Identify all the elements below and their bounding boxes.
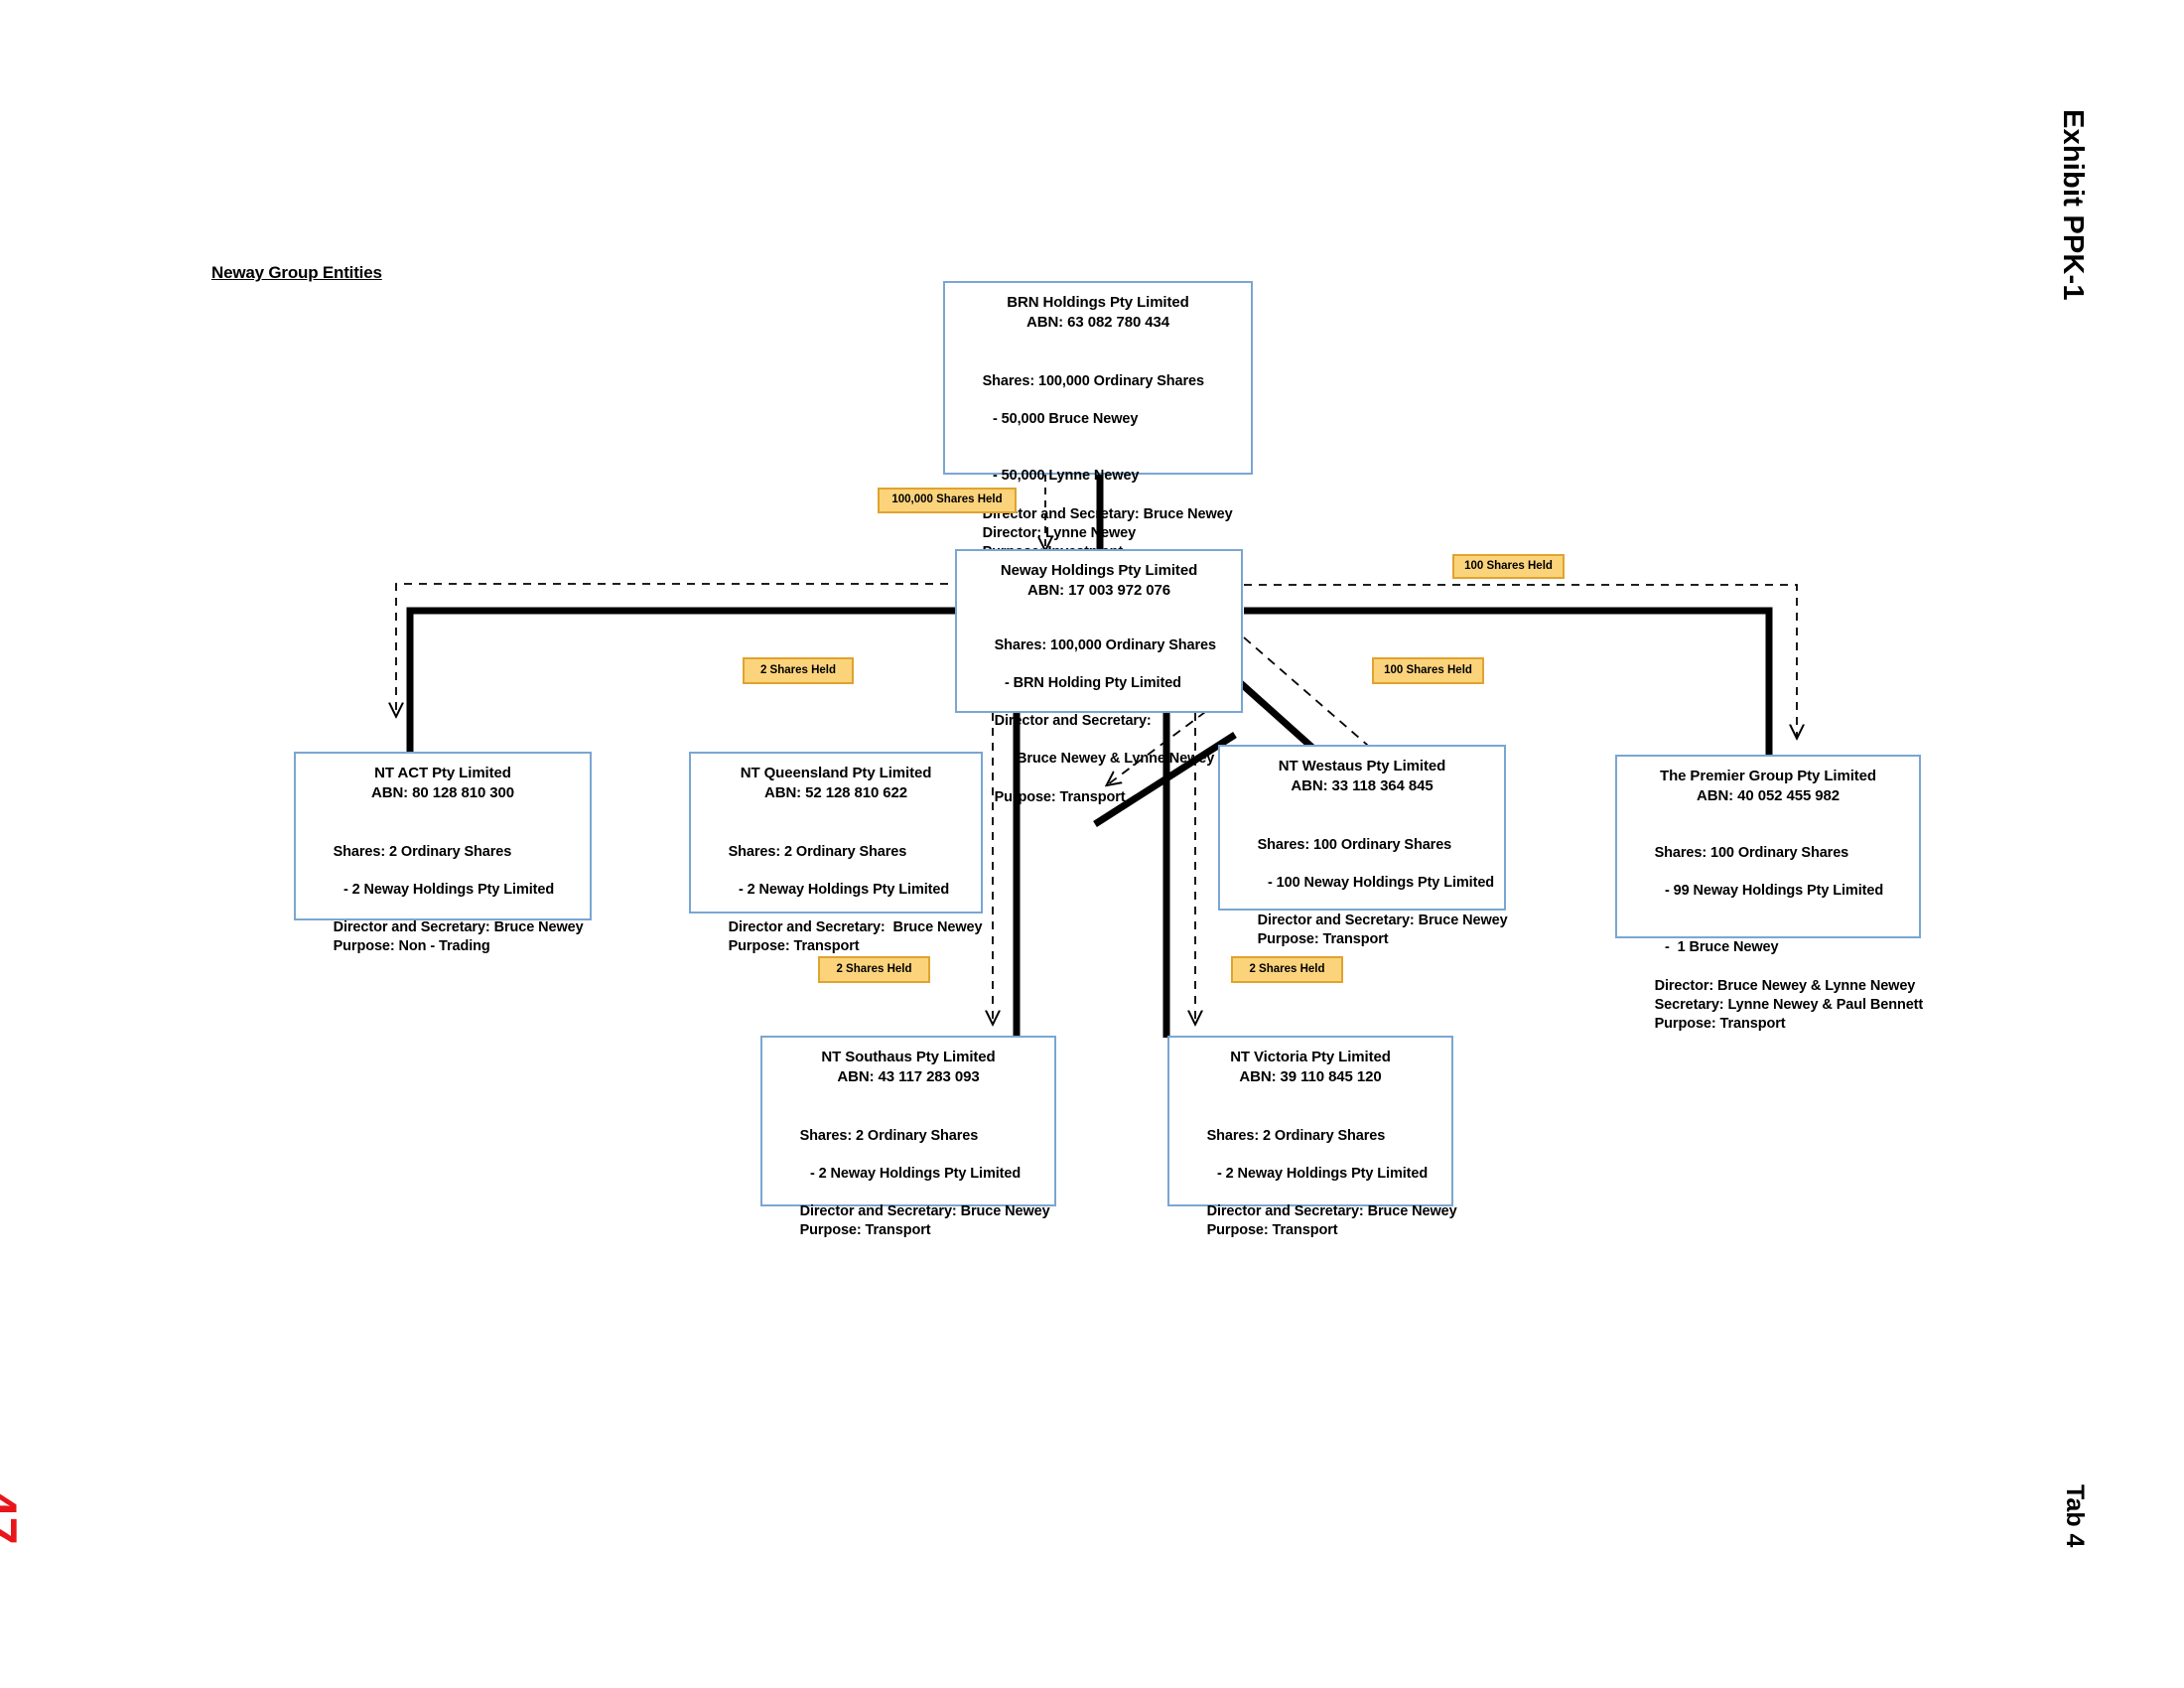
purpose: Purpose: Transport bbox=[1257, 931, 1389, 948]
entity-details: Shares: 2 Ordinary Shares - 2 Neway Hold… bbox=[310, 824, 584, 976]
entity-abn: ABN: 43 117 283 093 bbox=[837, 1068, 980, 1086]
badge-brn-to-neway[interactable]: 100,000 Shares Held bbox=[878, 488, 1017, 513]
shares-line: Shares: 100 Ordinary Shares bbox=[1654, 844, 1849, 861]
shareholder-1: - 2 Neway Holdings Pty Limited bbox=[810, 1165, 1022, 1182]
shareholder-1: - 2 Neway Holdings Pty Limited bbox=[739, 881, 950, 898]
shareholder-2: - 50,000 Lynne Newey bbox=[993, 468, 1140, 485]
entity-box-brn-holdings[interactable]: BRN Holdings Pty Limited ABN: 63 082 780… bbox=[943, 281, 1253, 560]
director-secretary: Director and Secretary: Bruce Newey bbox=[728, 919, 983, 936]
entity-abn: ABN: 40 052 455 982 bbox=[1696, 787, 1841, 805]
entity-details: Shares: 2 Ordinary Shares - 2 Neway Hold… bbox=[1183, 1108, 1457, 1260]
exhibit-label: Exhibit PPK-1 bbox=[2057, 109, 2089, 301]
shares-line: Shares: 2 Ordinary Shares bbox=[799, 1127, 979, 1144]
purpose: Purpose: Transport bbox=[1206, 1222, 1338, 1239]
shares-line: Shares: 2 Ordinary Shares bbox=[1206, 1127, 1386, 1144]
purpose: Purpose: Transport bbox=[994, 788, 1126, 805]
director-secretary: Director and Secretary: Bruce Newey bbox=[1257, 913, 1508, 929]
entity-box-nt-westaus[interactable]: NT Westaus Pty Limited ABN: 33 118 364 8… bbox=[1218, 745, 1508, 947]
page-number: 47 bbox=[0, 1489, 27, 1545]
purpose: Purpose: Transport bbox=[728, 938, 860, 955]
entity-name: NT Queensland Pty Limited bbox=[740, 765, 932, 781]
page-title: Neway Group Entities bbox=[211, 263, 382, 282]
entity-details: Shares: 100,000 Ordinary Shares - 50,000… bbox=[959, 353, 1237, 582]
entity-name: NT Westaus Pty Limited bbox=[1278, 758, 1446, 774]
director-secretary-names: Bruce Newey & Lynne Newey bbox=[1017, 751, 1215, 768]
entity-details: Shares: 100 Ordinary Shares - 100 Neway … bbox=[1234, 817, 1508, 969]
shares-line: Shares: 100 Ordinary Shares bbox=[1257, 836, 1452, 853]
shareholder-1: - 2 Neway Holdings Pty Limited bbox=[343, 881, 555, 898]
entity-details: Shares: 100 Ordinary Shares - 99 Neway H… bbox=[1631, 825, 1924, 1054]
link-neway-to-premier bbox=[1244, 607, 1773, 760]
entity-name: NT ACT Pty Limited bbox=[374, 765, 511, 781]
entity-details: Shares: 100,000 Ordinary Shares - BRN Ho… bbox=[971, 618, 1227, 826]
badge-neway-to-westaus[interactable]: 100 Shares Held bbox=[1372, 657, 1484, 684]
director-secretary: Director and Secretary: Bruce Newey bbox=[1206, 1203, 1457, 1220]
director-secretary: Director and Secretary: Bruce Newey bbox=[333, 919, 584, 936]
entity-abn: ABN: 17 003 972 076 bbox=[1026, 582, 1171, 600]
badge-neway-to-southaus[interactable]: 2 Shares Held bbox=[818, 956, 930, 983]
entity-details: Shares: 2 Ordinary Shares - 2 Neway Hold… bbox=[776, 1108, 1050, 1260]
secretary: Secretary: Lynne Newey & Paul Bennett bbox=[1654, 996, 1924, 1013]
entity-box-nt-victoria[interactable]: NT Victoria Pty Limited ABN: 39 110 845 … bbox=[1167, 1036, 1457, 1238]
entity-name: Neway Holdings Pty Limited bbox=[1000, 562, 1198, 579]
shareholder-1: - 99 Neway Holdings Pty Limited bbox=[1665, 882, 1884, 899]
entity-abn: ABN: 39 110 845 120 bbox=[1239, 1068, 1382, 1086]
shares-line: Shares: 100,000 Ordinary Shares bbox=[994, 636, 1217, 653]
entity-box-nt-queensland[interactable]: NT Queensland Pty Limited ABN: 52 128 81… bbox=[689, 752, 983, 954]
director-secretary-label: Director and Secretary: bbox=[994, 713, 1152, 730]
shareholder-1: - BRN Holding Pty Limited bbox=[1005, 674, 1181, 691]
purpose: Purpose: Non - Trading bbox=[333, 938, 490, 955]
entity-details: Shares: 2 Ordinary Shares - 2 Neway Hold… bbox=[705, 824, 983, 976]
shareholder-1: - 2 Neway Holdings Pty Limited bbox=[1217, 1165, 1429, 1182]
director-secretary: Director and Secretary: Bruce Newey bbox=[982, 505, 1233, 522]
entity-abn: ABN: 80 128 810 300 bbox=[370, 784, 515, 802]
shares-line: Shares: 2 Ordinary Shares bbox=[333, 843, 512, 860]
entity-abn: ABN: 63 082 780 434 bbox=[1025, 314, 1170, 332]
purpose: Purpose: Transport bbox=[799, 1222, 931, 1239]
shares-line: Shares: 100,000 Ordinary Shares bbox=[982, 372, 1205, 389]
shareholder-2: - 1 Bruce Newey bbox=[1665, 939, 1779, 956]
shareholder-1: - 100 Neway Holdings Pty Limited bbox=[1268, 874, 1495, 891]
entity-box-neway-holdings[interactable]: Neway Holdings Pty Limited ABN: 17 003 9… bbox=[955, 549, 1243, 805]
entity-name: BRN Holdings Pty Limited bbox=[1007, 294, 1189, 311]
arrow-premier-shares bbox=[1244, 584, 1797, 737]
entity-abn: ABN: 52 128 810 622 bbox=[763, 784, 908, 802]
entity-name: NT Southaus Pty Limited bbox=[821, 1049, 996, 1065]
entity-abn: ABN: 33 118 364 845 bbox=[1291, 777, 1433, 795]
entity-box-nt-act[interactable]: NT ACT Pty Limited ABN: 80 128 810 300 S… bbox=[294, 752, 592, 954]
entity-name: The Premier Group Pty Limited bbox=[1660, 768, 1876, 784]
entity-box-nt-southaus[interactable]: NT Southaus Pty Limited ABN: 43 117 283 … bbox=[760, 1036, 1056, 1238]
director-secretary: Director and Secretary: Bruce Newey bbox=[799, 1203, 1050, 1220]
entity-box-premier-group[interactable]: The Premier Group Pty Limited ABN: 40 05… bbox=[1615, 755, 1923, 1032]
director: Director: Lynne Newey bbox=[982, 524, 1137, 541]
purpose: Purpose: Transport bbox=[1654, 1015, 1786, 1032]
tab-label: Tab 4 bbox=[2061, 1484, 2089, 1548]
badge-neway-to-victoria[interactable]: 2 Shares Held bbox=[1231, 956, 1343, 983]
entity-name: NT Victoria Pty Limited bbox=[1230, 1049, 1391, 1065]
shareholder-1: - 50,000 Bruce Newey bbox=[993, 410, 1139, 427]
shares-line: Shares: 2 Ordinary Shares bbox=[728, 843, 907, 860]
director: Director: Bruce Newey & Lynne Newey bbox=[1654, 977, 1916, 994]
badge-neway-to-queensland[interactable]: 2 Shares Held bbox=[743, 657, 854, 684]
badge-neway-to-premier[interactable]: 100 Shares Held bbox=[1452, 554, 1565, 579]
